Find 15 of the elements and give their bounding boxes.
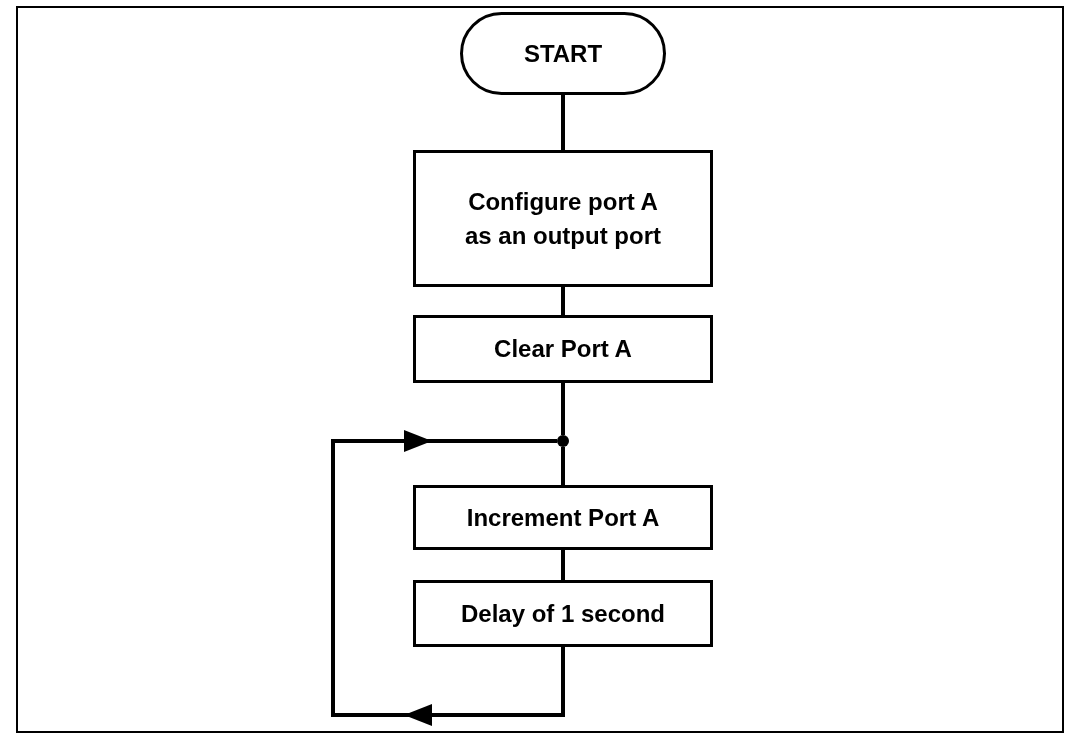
connector-line [561,95,565,150]
connector-line [561,447,565,485]
process-box [413,485,713,550]
connector-line [561,383,565,435]
node-label: Clear Port A [494,334,632,364]
node-label: Configure port A as an output port [464,186,662,251]
node-label: Increment Port A [466,502,660,533]
process-box [413,580,713,647]
node-label: START [523,38,603,69]
process-box [413,315,713,383]
node-label: Delay of 1 second [460,598,666,629]
connector-line [561,287,565,315]
loop-arrow [331,430,565,726]
process-box [413,150,713,287]
connector-line [561,550,565,580]
